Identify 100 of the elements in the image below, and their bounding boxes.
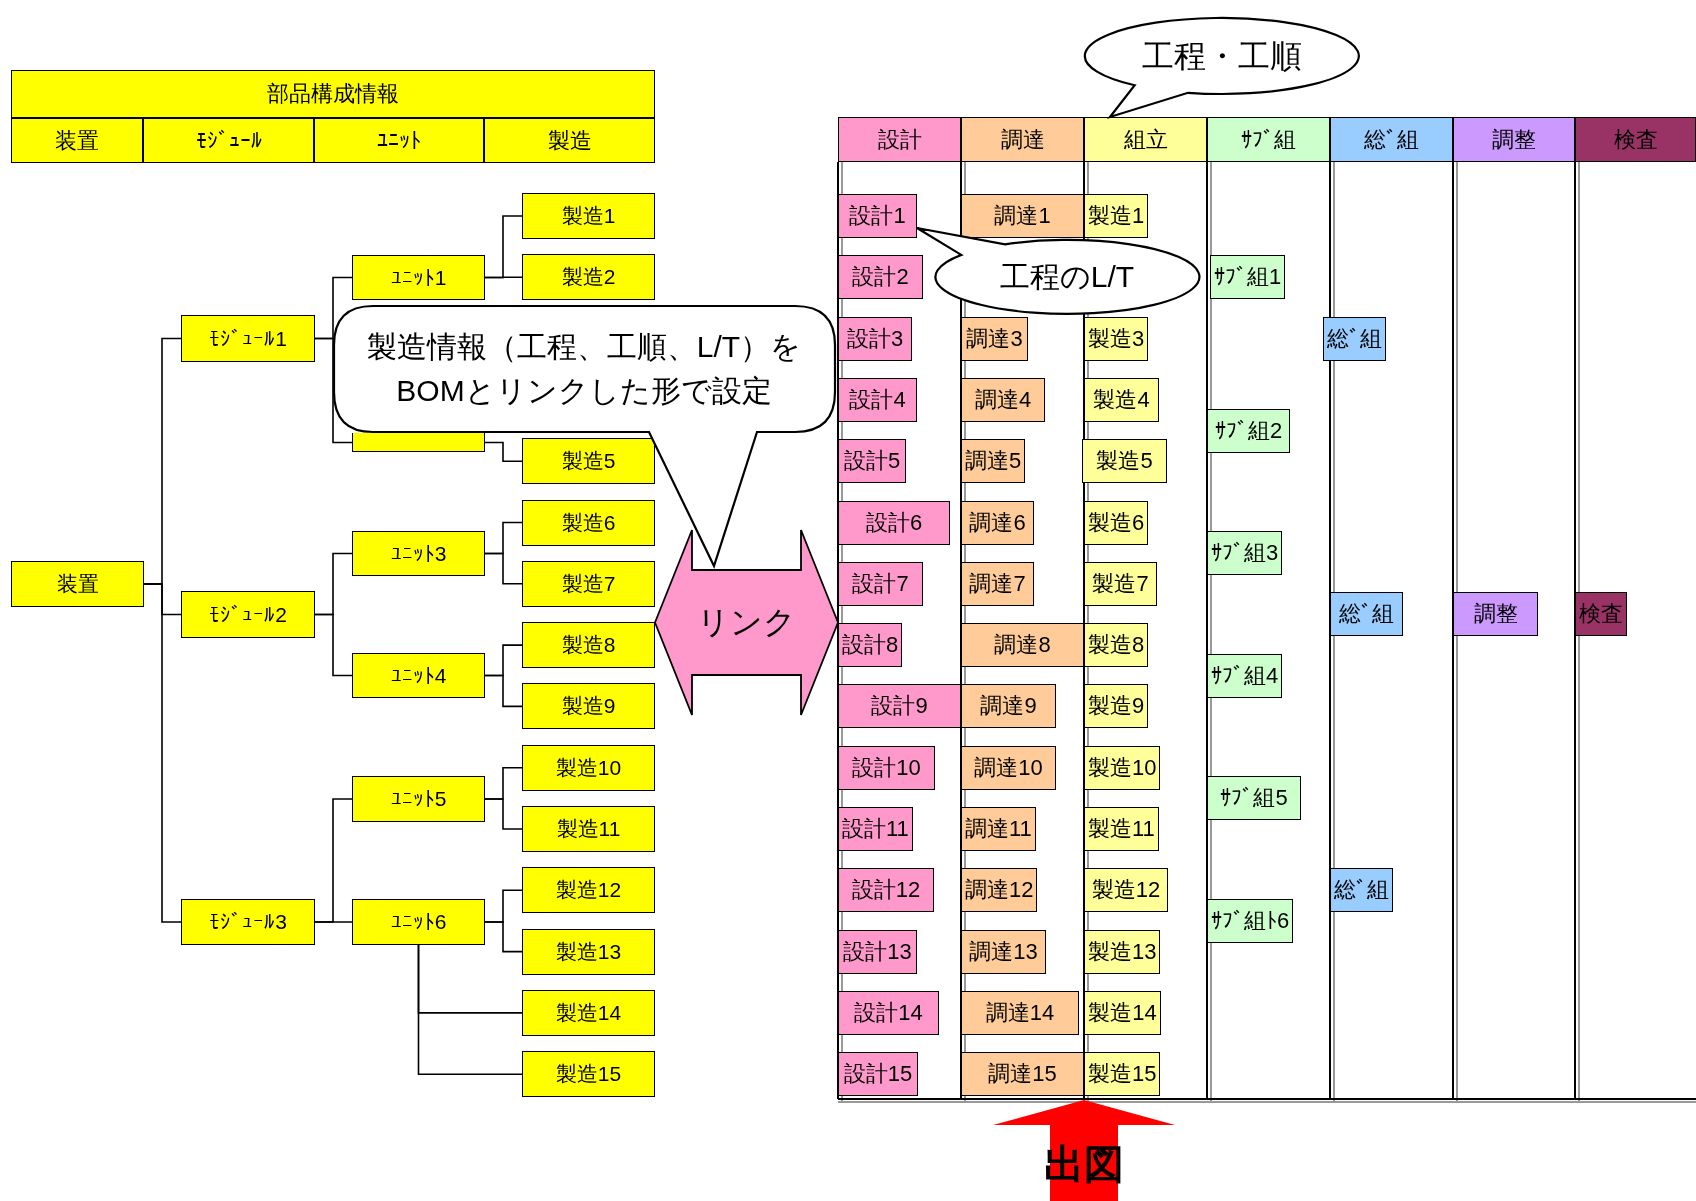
process-bar: 設計6 [838,500,950,545]
part-box: 製造6 [522,499,655,546]
process-bar: 製造4 [1084,377,1159,422]
part-box: 製造11 [522,806,655,852]
table-header-cell: ﾓｼﾞｭｰﾙ [143,118,314,163]
connector-line [314,921,353,923]
part-box: ﾓｼﾞｭｰﾙ1 [181,315,315,362]
process-bar: 調達4 [961,377,1045,422]
process-bar: 調達15 [961,1052,1084,1097]
process-bar: ｻﾌﾞ組4 [1207,653,1283,698]
double-arrow [655,530,838,715]
connector-line [314,337,353,444]
column-header-cell: 検査 [1575,117,1696,162]
part-box: 製造10 [522,744,655,791]
process-bar: 調達8 [961,623,1084,668]
column-header-cell: 調整 [1453,117,1575,162]
part-box: 製造9 [522,683,655,730]
connector-line [484,552,523,585]
column-header-cell: 設計 [838,117,961,162]
process-bar: ｻﾌﾞ組ﾄ6 [1207,898,1294,943]
connector-line [484,441,523,462]
part-box: 製造12 [522,867,655,914]
part-box: 製造1 [522,193,655,239]
connector-line [417,944,523,1075]
column-header-cell: 調達 [961,117,1084,162]
part-box: 製造7 [522,560,655,607]
part-box: 製造15 [522,1051,655,1098]
process-bar: 調達14 [961,990,1079,1035]
process-bar: 製造13 [1084,929,1161,974]
process-bar: 調整 [1453,592,1538,637]
column-header-cell: ｻﾌﾞ組 [1207,117,1330,162]
speech-bubble [1085,18,1360,117]
part-box: ﾕﾆｯﾄ6 [352,899,485,945]
table-header-cell: 製造 [484,118,655,163]
process-bar: 検査 [1575,592,1627,637]
connector-line [484,674,523,708]
arrow-label: リンク [697,603,796,643]
process-bar: 製造14 [1084,990,1161,1035]
process-bar: ｻﾌﾞ組1 [1210,255,1286,300]
process-bar: 設計14 [838,990,939,1035]
part-box: ﾓｼﾞｭｰﾙ2 [181,591,315,638]
part-box: 製造14 [522,989,655,1036]
process-bar: ｻﾌﾞ組3 [1207,531,1283,576]
process-bar: 設計1 [838,194,917,238]
process-bar: 製造8 [1084,623,1149,668]
process-bar: 製造1 [1084,194,1149,238]
process-bar: 調達5 [961,439,1026,484]
part-box: 製造5 [522,438,655,485]
connector-line [484,276,523,279]
process-bar: 設計3 [838,316,912,361]
process-bar: 設計9 [838,684,961,729]
part-box: ﾓｼﾞｭｰﾙ3 [181,899,315,945]
part-box: 製造8 [522,622,655,669]
part-box: ﾕﾆｯﾄ4 [352,653,485,698]
process-bar: 製造9 [1084,684,1149,729]
process-bar: 総ﾞ組 [1330,592,1403,637]
speech-bubble [333,305,838,568]
process-bar: 設計2 [838,255,923,300]
part-box: 製造13 [522,928,655,975]
connector-line [484,921,523,953]
process-bar: 調達6 [961,500,1034,545]
process-bar: 設計8 [838,623,903,668]
process-bar: 設計10 [838,745,935,790]
process-bar: 総ﾞ組 [1323,316,1386,361]
process-bar: 製造10 [1084,745,1161,790]
column-header-cell: 総ﾞ組 [1330,117,1453,162]
process-bar: ｻﾌﾞ組2 [1207,408,1290,453]
process-bar: ｻﾌﾞ組5 [1207,776,1301,821]
part-box: 製造2 [522,254,655,301]
process-bar: 調達3 [961,316,1028,361]
process-bar: 設計13 [838,929,917,974]
connector-line [484,798,523,830]
table-header-cell: 部品構成情報 [11,70,655,118]
part-box: 装置 [11,561,144,607]
process-bar: 設計7 [838,561,923,606]
part-box: ﾕﾆｯﾄ3 [352,531,485,576]
callout-text: 製造情報（工程、工順、L/T）をBOMとリンクした形で設定 [365,329,803,409]
callout-text: 工程・工順 [1142,36,1302,76]
process-bar: 設計11 [838,807,913,851]
part-box: ﾕﾆｯﾄ1 [352,255,485,300]
table-header-cell: 装置 [11,118,143,163]
connector-line [143,583,182,923]
process-bar: 設計12 [838,868,934,913]
process-bar: 調達12 [961,868,1038,913]
process-bar: 製造7 [1084,561,1157,606]
process-bar: 製造5 [1082,439,1167,484]
process-bar: 製造15 [1084,1052,1161,1097]
process-bar: 調達7 [961,561,1034,606]
process-bar: 総ﾞ組 [1330,868,1393,913]
process-bar: 調達10 [961,745,1056,790]
process-bar: 製造11 [1084,807,1159,851]
part-box: ﾕﾆｯﾄ5 [352,776,485,822]
process-bar: 設計4 [838,377,917,422]
process-bar: 調達1 [961,194,1084,238]
callout-text: 工程のL/T [999,259,1135,296]
process-bar: 設計5 [838,439,906,484]
column-header-cell: 組立 [1084,117,1207,162]
process-bar: 製造3 [1084,316,1149,361]
process-bar: 設計15 [838,1052,918,1097]
table-header-cell: ﾕﾆｯﾄ [314,118,484,163]
